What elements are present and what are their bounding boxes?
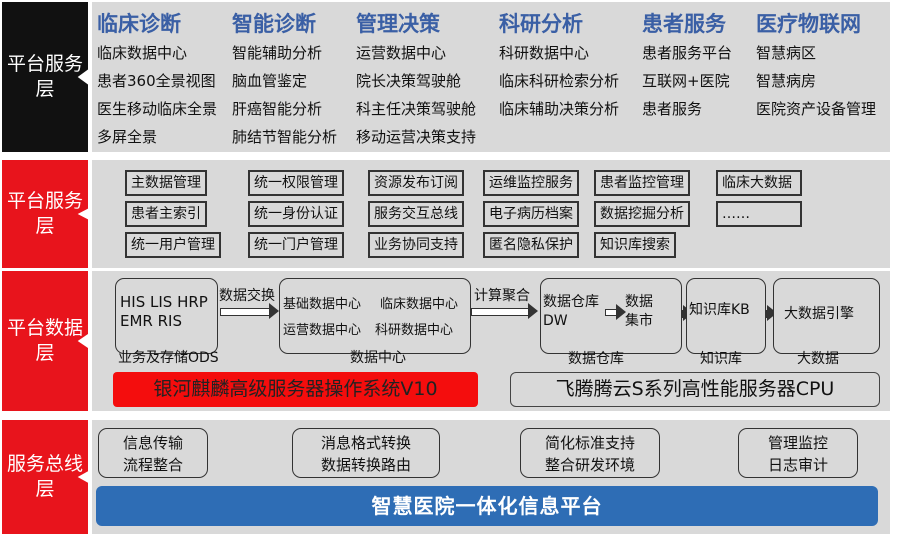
ods-line: EMR RIS xyxy=(120,312,182,330)
app-item[interactable]: 多屏全景 xyxy=(97,128,158,146)
dc-label: 数据中心 xyxy=(350,350,406,366)
layer-label-data: 平台数据层 xyxy=(2,271,88,411)
service-box: 服务交互总线 xyxy=(368,201,464,227)
arrow-icon xyxy=(682,305,693,321)
app-category-title: 临床诊断 xyxy=(97,12,181,36)
app-item[interactable]: 智能辅助分析 xyxy=(232,44,323,62)
service-box: 统一权限管理 xyxy=(248,170,344,196)
cpu-bar: 飞腾腾云S系列高性能服务器CPU xyxy=(510,372,880,407)
app-category-title: 智能诊断 xyxy=(232,12,316,36)
service-box: …… xyxy=(716,201,802,227)
dw-box: 数据仓库DW 数据集市 xyxy=(540,278,682,354)
app-category-title: 患者服务 xyxy=(642,12,726,36)
service-box: 业务协同支持 xyxy=(368,232,464,258)
bus-service-line: 简化标准支持 xyxy=(544,434,635,452)
kb-label: 知识库 xyxy=(700,351,742,367)
app-item[interactable]: 科主任决策驾驶舱 xyxy=(356,100,477,118)
bus-service-box: 简化标准支持整合研发环境 xyxy=(520,428,660,478)
dc-item: 基础数据中心 xyxy=(283,297,362,312)
bus-service-line: 日志审计 xyxy=(767,456,828,474)
service-box: 运维监控服务 xyxy=(483,170,579,196)
bus-service-line: 管理监控 xyxy=(767,434,828,452)
service-box: 电子病历档案 xyxy=(483,201,579,227)
app-item[interactable]: 患者服务平台 xyxy=(642,44,733,62)
service-box: 患者主索引 xyxy=(125,201,207,227)
app-item[interactable]: 运营数据中心 xyxy=(356,44,447,62)
app-item[interactable]: 智慧病房 xyxy=(756,72,817,90)
app-category-title: 科研分析 xyxy=(499,12,583,36)
platform-bar: 智慧医院一体化信息平台 xyxy=(96,486,878,526)
layer-label-bus: 服务总线层 xyxy=(2,420,88,534)
service-box: 资源发布订阅 xyxy=(368,170,464,196)
service-box: 统一用户管理 xyxy=(125,232,221,258)
kb-text: 知识库KB xyxy=(689,302,750,318)
arrow-icon xyxy=(766,305,777,321)
arrow-icon xyxy=(220,303,279,319)
ods-label: 业务及存储ODS xyxy=(118,350,219,366)
bigdata-text: 大数据引擎 xyxy=(784,306,854,322)
ods-box: HIS LIS HRP EMR RIS xyxy=(115,278,218,354)
bus-service-box: 消息格式转换数据转换路由 xyxy=(292,428,440,478)
layer-label-service: 平台服务层 xyxy=(2,160,88,268)
bus-service-line: 数据转换路由 xyxy=(320,456,411,474)
app-item[interactable]: 临床辅助决策分析 xyxy=(499,100,620,118)
app-category-title: 医疗物联网 xyxy=(756,12,861,36)
app-item[interactable]: 智慧病区 xyxy=(756,44,817,62)
service-box: 数据挖掘分析 xyxy=(594,201,690,227)
bus-service-box: 信息传输流程整合 xyxy=(98,428,208,478)
app-item[interactable]: 移动运营决策支持 xyxy=(356,128,477,146)
app-item[interactable]: 临床数据中心 xyxy=(97,44,188,62)
service-box: 患者监控管理 xyxy=(594,170,690,196)
service-box: 知识库搜索 xyxy=(594,232,676,258)
dc-item: 运营数据中心 xyxy=(283,323,362,338)
app-item[interactable]: 患者服务 xyxy=(642,100,703,118)
dc-item: 临床数据中心 xyxy=(380,297,459,312)
service-box: 匿名隐私保护 xyxy=(483,232,579,258)
apps-panel xyxy=(92,2,890,152)
exchange-label: 数据交换 xyxy=(219,288,275,304)
app-item[interactable]: 脑血管鉴定 xyxy=(232,72,308,90)
app-item[interactable]: 科研数据中心 xyxy=(499,44,590,62)
arrow-icon xyxy=(471,303,538,319)
bus-service-line: 流程整合 xyxy=(122,456,183,474)
app-item[interactable]: 肺结节智能分析 xyxy=(232,128,338,146)
app-item[interactable]: 医院资产设备管理 xyxy=(756,100,877,118)
app-item[interactable]: 院长决策驾驶舱 xyxy=(356,72,462,90)
bus-service-box: 管理监控日志审计 xyxy=(738,428,858,478)
app-category-title: 管理决策 xyxy=(356,12,440,36)
arrow-icon xyxy=(605,304,626,320)
bigdata-box: 大数据引擎 xyxy=(773,278,880,354)
bus-service-line: 消息格式转换 xyxy=(320,434,411,452)
app-item[interactable]: 互联网+医院 xyxy=(642,72,730,90)
bus-service-line: 整合研发环境 xyxy=(544,456,635,474)
os-bar: 银河麒麟高级服务器操作系统V10 xyxy=(113,372,478,407)
data-center-box: 基础数据中心 临床数据中心 运营数据中心 科研数据中心 xyxy=(279,278,471,354)
dw-label: 数据仓库 xyxy=(568,351,624,367)
service-box: 临床大数据 xyxy=(716,170,802,196)
service-box: 主数据管理 xyxy=(125,170,207,196)
app-item[interactable]: 医生移动临床全景 xyxy=(97,100,218,118)
app-item[interactable]: 患者360全景视图 xyxy=(97,72,216,90)
service-box: 统一门户管理 xyxy=(248,232,344,258)
dw-text: 数据仓库DW xyxy=(543,294,599,329)
kb-box: 知识库KB xyxy=(686,278,766,354)
aggregate-label: 计算聚合 xyxy=(474,288,530,304)
ods-line: HIS LIS HRP xyxy=(120,293,208,311)
app-item[interactable]: 临床科研检索分析 xyxy=(499,72,620,90)
dc-item: 科研数据中心 xyxy=(375,323,454,338)
layer-label-app: 平台服务层 xyxy=(2,2,88,152)
bus-service-line: 信息传输 xyxy=(122,434,183,452)
bigdata-label: 大数据 xyxy=(797,351,839,367)
app-item[interactable]: 肝癌智能分析 xyxy=(232,100,323,118)
service-box: 统一身份认证 xyxy=(248,201,344,227)
mart-text: 数据集市 xyxy=(625,294,653,329)
